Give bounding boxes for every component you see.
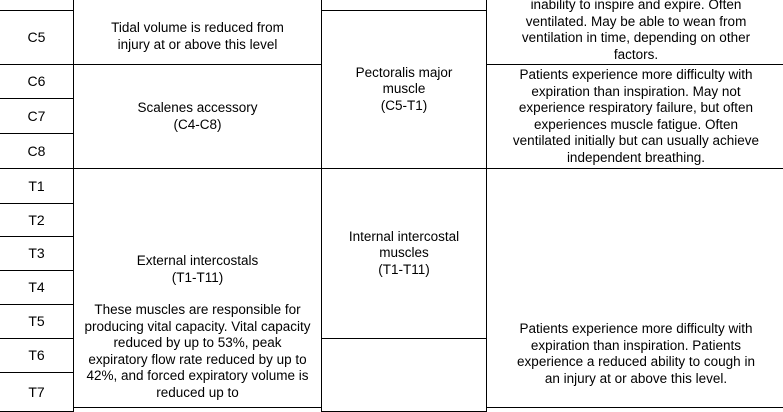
external-intercostals-range: (T1-T11) (171, 269, 224, 285)
effect-top-line: inability to inspire and expire. Often (530, 0, 742, 12)
effect-top-line: ventilation in time, depending on other (521, 30, 751, 45)
muscle-cell-scalenes: Scalenes accessory (C4-C8) (73, 64, 322, 169)
pectoralis-range: (C5-T1) (380, 97, 428, 113)
level-label: T4 (28, 279, 45, 296)
level-cell-t4: T4 (0, 270, 74, 305)
level-cell-c7: C7 (0, 98, 74, 134)
external-intercostals-description: These muscles are responsible for produc… (84, 302, 311, 400)
effect-bottom-line: expiration than inspiration. Patients (530, 337, 742, 353)
internal-intercostal-range: (T1-T11) (378, 261, 430, 277)
muscle-cell-internal: Internal intercostal muscles (T1-T11) (321, 168, 487, 339)
internal-intercostal-name-cont: muscles (379, 245, 429, 261)
pectoralis-name-cont: muscle (382, 81, 426, 97)
level-label: C8 (27, 142, 46, 159)
muscle-cell-pectoralis: Pectoralis major muscle (C5-T1) (321, 10, 487, 169)
level-label: C5 (27, 29, 46, 46)
effect-middle-line: Patients experience more difficulty with (519, 67, 753, 82)
effect-cell-top: inability to inspire and expire. Often v… (486, 0, 783, 65)
level-label: T1 (28, 177, 45, 194)
effect-bottom-line: experience a reduced ability to cough in (517, 354, 755, 369)
external-intercostals-name: External intercostals (136, 253, 259, 268)
effect-bottom-line: Patients experience more difficulty with (519, 321, 753, 336)
internal-intercostal-name: Internal intercostal (348, 228, 460, 244)
level-label: T3 (28, 245, 45, 262)
scalenes-range: (C4-C8) (173, 116, 222, 132)
level-label: C6 (27, 73, 46, 90)
effect-middle-line: ventilated initially but can usually ach… (512, 133, 760, 148)
effect-middle-line: independent breathing. (566, 149, 706, 165)
effect-middle-line: expiration than inspiration. May not (531, 83, 741, 99)
level-label: T5 (28, 313, 45, 330)
effect-cell-bottom: Patients experience more difficulty with… (486, 168, 783, 408)
tidal-volume-text: Tidal volume is reduced from injury at o… (111, 20, 284, 52)
effect-cell-middle: Patients experience more difficulty with… (486, 64, 783, 169)
muscle-cell-external: External intercostals (T1-T11) These mus… (73, 168, 322, 408)
scalenes-name: Scalenes accessory (137, 100, 258, 115)
level-cell-t3: T3 (0, 236, 74, 271)
level-cell-t7: T7 (0, 372, 74, 412)
level-cell-t1: T1 (0, 168, 74, 204)
level-cell-t6: T6 (0, 338, 74, 373)
effect-top-line: factors. (613, 46, 659, 62)
level-cell-c5: C5 (0, 10, 74, 65)
level-label: T6 (28, 347, 45, 364)
muscle-cell-tidal: Tidal volume is reduced from injury at o… (73, 0, 322, 65)
effect-bottom-line: an injury at or above this level. (544, 370, 728, 386)
level-label: C7 (27, 107, 46, 124)
effect-middle-line: experience respiratory failure, but ofte… (518, 100, 754, 115)
muscle-cell-next (321, 338, 487, 412)
level-label: T2 (28, 211, 45, 228)
effect-top-line: ventilated. May be able to wean from (525, 13, 747, 29)
level-cell-c6: C6 (0, 64, 74, 99)
level-cell-c8: C8 (0, 133, 74, 169)
pectoralis-name: Pectoralis major (355, 64, 453, 80)
effect-middle-line: experiences muscle fatigue. Often (533, 116, 739, 132)
level-cell-t5: T5 (0, 304, 74, 339)
level-label: T7 (28, 383, 45, 400)
level-cell-t2: T2 (0, 203, 74, 237)
